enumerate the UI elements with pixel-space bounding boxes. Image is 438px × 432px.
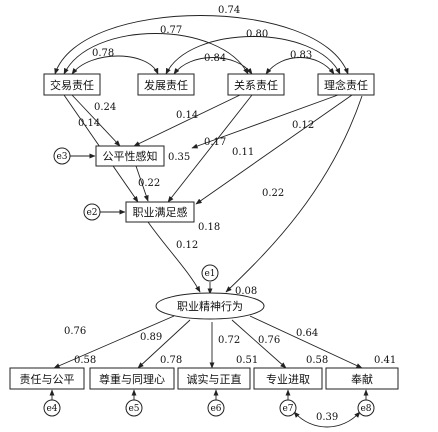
coef-r2-zhuanye: 0.58 xyxy=(306,355,328,366)
node-label-zeren-gongping: 责任与公平 xyxy=(20,373,75,386)
coef-r2-zunzhong: 0.78 xyxy=(160,355,182,366)
error-circle-e1 xyxy=(201,264,219,282)
path-gongping-to-manzu xyxy=(135,165,149,202)
coef-load-zeren: 0.76 xyxy=(64,326,86,337)
error-circle-e5 xyxy=(125,399,143,417)
cov-arc-guanxi-linian xyxy=(265,57,335,75)
coef-cov-fazhan-linian: 0.80 xyxy=(246,29,268,40)
node-box-zeren-gongping xyxy=(9,367,85,390)
error-circle-e6 xyxy=(207,399,225,417)
node-label-zhuanye: 专业进取 xyxy=(266,372,310,386)
coef-cov-e7-e8: 0.39 xyxy=(316,412,338,423)
loading-zunzhong xyxy=(137,319,191,369)
coef-r2-fengxian: 0.41 xyxy=(374,355,396,366)
node-box-jiaoyi xyxy=(43,73,101,96)
error-circle-e8 xyxy=(357,399,375,417)
coef-jingshen-r2: 0.08 xyxy=(235,286,257,297)
path-linian-to-manzu xyxy=(195,94,353,205)
node-label-gongping: 公平性感知 xyxy=(103,149,158,163)
coef-r2-zeren: 0.58 xyxy=(74,355,96,366)
error-label-e3: e3 xyxy=(56,152,67,162)
node-label-chengshi: 诚实与正直 xyxy=(187,372,242,386)
cov-arc-jiaoyi-guanxi xyxy=(63,33,249,75)
node-box-zunzhong xyxy=(89,367,175,390)
coef-linian-to-gongping: 0.12 xyxy=(292,120,314,131)
node-box-guanxi xyxy=(227,73,285,96)
coef-jiaoyi-to-gongping: 0.24 xyxy=(94,102,116,113)
node-label-jingshen: 职业精神行为 xyxy=(177,299,243,313)
node-label-zunzhong: 尊重与同理心 xyxy=(99,372,165,386)
node-ellipse-jingshen xyxy=(155,292,265,320)
coef-guanxi-to-manzu: 0.17 xyxy=(204,137,226,148)
error-circle-e7 xyxy=(279,399,297,417)
loading-zhuanye xyxy=(231,319,287,369)
node-label-fazhan: 发展责任 xyxy=(144,78,188,92)
path-linian-to-gongping xyxy=(191,94,339,149)
coef-manzu-r2: 0.18 xyxy=(198,222,220,233)
error-label-e6: e6 xyxy=(210,404,221,414)
error-label-e2: e2 xyxy=(86,208,97,218)
coef-linian-to-manzu: 0.11 xyxy=(232,147,254,158)
coef-cov-fazhan-guanxi: 0.84 xyxy=(204,53,226,64)
coef-cov-guanxi-linian: 0.83 xyxy=(290,50,312,61)
node-label-linian: 理念责任 xyxy=(324,78,368,92)
coef-jiaoyi-to-manzu: 0.14 xyxy=(78,118,100,129)
loading-fengxian xyxy=(249,315,363,369)
coef-gongping-r2: 0.35 xyxy=(168,152,190,163)
node-box-zhuanye xyxy=(253,367,323,390)
error-label-e7: e7 xyxy=(282,404,293,414)
path-jiaoyi-to-gongping xyxy=(71,94,121,147)
error-label-e4: e4 xyxy=(46,404,57,414)
error-circle-e2 xyxy=(83,203,101,221)
node-label-guanxi: 关系责任 xyxy=(234,78,278,92)
error-circle-e3 xyxy=(53,147,71,165)
coef-cov-jiaoyi-linian: 0.74 xyxy=(218,5,240,16)
coef-linian-to-jingshen: 0.22 xyxy=(262,188,284,199)
coef-cov-jiaoyi-fazhan: 0.78 xyxy=(92,48,114,59)
cov-arc-jiaoyi-fazhan xyxy=(71,55,159,75)
coef-cov-jiaoyi-guanxi: 0.77 xyxy=(160,25,182,36)
node-label-zhiye-manzu: 职业满足感 xyxy=(133,206,188,219)
path-fazhan-to-gongping xyxy=(133,94,241,147)
node-box-fazhan xyxy=(137,73,195,96)
node-box-linian xyxy=(317,73,375,96)
error-label-e5: e5 xyxy=(128,404,139,414)
loading-zeren xyxy=(53,315,175,369)
cov-arc-e7-e8 xyxy=(293,411,361,428)
node-label-jiaoyi: 交易责任 xyxy=(50,78,94,92)
error-label-e8: e8 xyxy=(360,404,371,414)
cov-arc-fazhan-guanxi xyxy=(173,57,253,75)
node-box-chengshi xyxy=(177,367,251,390)
coef-manzu-to-jingshen: 0.12 xyxy=(176,240,198,251)
node-box-zhiye-manzu xyxy=(125,201,195,223)
path-linian-to-jingshen xyxy=(225,95,363,293)
path-guanxi-to-manzu xyxy=(167,94,253,203)
node-box-gongping xyxy=(95,145,165,167)
coef-load-chengshi: 0.72 xyxy=(218,335,240,346)
coef-fazhan-to-gongping: 0.14 xyxy=(176,110,198,121)
node-label-fengxian: 奉献 xyxy=(351,372,373,386)
coef-r2-chengshi: 0.51 xyxy=(236,355,258,366)
coef-load-zhuanye: 0.76 xyxy=(258,335,280,346)
cov-arc-jiaoyi-linian xyxy=(54,15,349,75)
cov-arc-fazhan-linian xyxy=(165,36,341,75)
coef-load-zunzhong: 0.89 xyxy=(140,332,162,343)
error-circle-e4 xyxy=(43,399,61,417)
coef-load-fengxian: 0.64 xyxy=(296,328,318,339)
error-label-e1: e1 xyxy=(204,269,215,279)
coef-gongping-to-manzu: 0.22 xyxy=(138,178,160,189)
node-box-fengxian xyxy=(325,367,399,390)
path-manzu-to-jingshen xyxy=(147,221,201,293)
